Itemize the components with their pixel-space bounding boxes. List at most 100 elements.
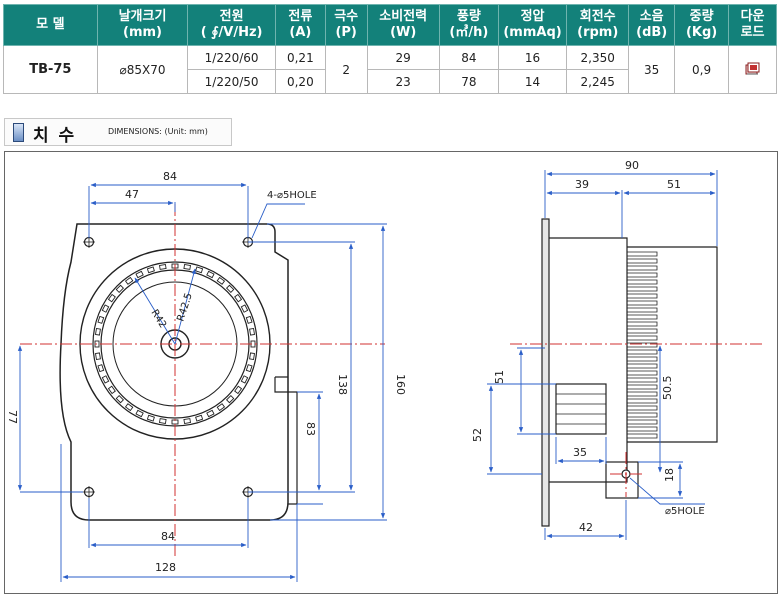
spec-row-60hz: TB-75 ⌀85X70 1/220/60 0,21 2 29 84 16 2,… — [3, 45, 777, 94]
rpm-cell: 2,350 — [566, 45, 630, 70]
cooling-fin — [627, 356, 658, 362]
noise-cell: 35 — [628, 45, 676, 94]
dim-18: 18 — [663, 468, 676, 482]
cooling-fin — [627, 398, 658, 404]
dim-42: 42 — [579, 521, 593, 534]
fan-blade-slot — [101, 375, 110, 384]
fan-blade-slot — [146, 266, 155, 274]
dim-50-5: 50.5 — [661, 376, 674, 401]
dim-side-51: 51 — [667, 178, 681, 191]
header-fan-size: 날개크기 (mm) — [96, 4, 189, 46]
fan-blade-slot — [159, 264, 167, 270]
spec-table: 모 델 날개크기 (mm) 전원 ( ∮/V/Hz) 전류 (A) 극수 (P)… — [3, 4, 777, 94]
cooling-fin — [627, 314, 658, 320]
dim-90: 90 — [625, 159, 639, 172]
header-airflow: 풍량 (㎥/h) — [438, 4, 499, 46]
cooling-fin — [627, 321, 658, 327]
current-cell: 0,21 — [274, 45, 326, 70]
weight-cell: 0,9 — [674, 45, 730, 94]
fan-blade-slot — [206, 270, 215, 279]
download-icon[interactable] — [745, 62, 760, 75]
cooling-fin — [627, 384, 658, 390]
cooling-fin — [627, 335, 658, 341]
rpm-cell: 2,245 — [566, 69, 630, 94]
dim-128: 128 — [155, 561, 176, 574]
fan-blade-slot — [135, 270, 144, 279]
fan-blade-slot — [183, 264, 191, 270]
cooling-fin — [627, 370, 658, 376]
airflow-cell: 84 — [438, 45, 499, 70]
cooling-fin — [627, 412, 658, 418]
pressure-cell: 14 — [497, 69, 568, 94]
cooling-fin — [627, 349, 658, 355]
hole-note-front: 4-⌀5HOLE — [267, 190, 317, 201]
download-cell[interactable] — [728, 45, 777, 94]
header-weight: 중량 (Kg) — [674, 4, 730, 46]
dim-160: 160 — [394, 374, 407, 395]
fan-blade-slot — [245, 364, 253, 373]
consumption-cell: 29 — [366, 45, 440, 70]
cooling-fin — [627, 251, 658, 257]
header-noise: 소음 (dB) — [628, 4, 676, 46]
radius-outer-label: R42.5 — [175, 292, 194, 323]
dim-83: 83 — [304, 422, 317, 436]
fan-blade-slot — [135, 409, 144, 418]
cooling-fin — [627, 342, 658, 348]
spec-row-50hz: 1/220/50 0,20 23 78 14 2,245 — [4, 69, 777, 94]
dimension-drawing: R42 R42.5 — [6, 159, 765, 582]
fan-blade-slot — [240, 304, 249, 313]
dim-35: 35 — [573, 446, 587, 459]
section-title: 치 수 — [33, 126, 77, 146]
cooling-fin — [627, 363, 658, 369]
cooling-fin — [627, 328, 658, 334]
pressure-cell: 16 — [497, 45, 568, 70]
cooling-fin — [627, 391, 658, 397]
fan-size-cell: ⌀85X70 — [96, 45, 189, 94]
fan-blade-slot — [225, 394, 235, 404]
cooling-fin — [627, 307, 658, 313]
fan-blade-slot — [146, 414, 155, 422]
fan-blade-slot — [240, 375, 249, 384]
header-model: 모 델 — [3, 4, 98, 46]
dim-top-84: 84 — [163, 170, 177, 183]
fan-blade-slot — [97, 315, 105, 324]
fan-blade-slot — [249, 352, 255, 360]
fan-blade-slot — [234, 293, 243, 303]
dim-47: 47 — [125, 188, 139, 201]
power-cell: 1/220/60 — [187, 45, 276, 70]
header-pressure: 정압 (mmAq) — [497, 4, 568, 46]
fan-blade-slot — [159, 418, 167, 424]
section-subtitle: DIMENSIONS: (Unit: mm) — [108, 127, 208, 136]
fan-blade-slot — [107, 293, 116, 303]
cooling-fin — [627, 265, 658, 271]
poles-cell: 2 — [324, 45, 368, 94]
spec-header-row: 모 델 날개크기 (mm) 전원 ( ∮/V/Hz) 전류 (A) 극수 (P)… — [3, 4, 777, 46]
fan-blade-slot — [216, 403, 226, 412]
airflow-cell: 78 — [438, 69, 499, 94]
cooling-fin — [627, 433, 658, 439]
header-download: 다운 로드 — [728, 4, 777, 46]
radius-inner-label: R42 — [148, 308, 168, 331]
dim-bottom-84: 84 — [161, 530, 175, 543]
fan-blade-slot — [183, 418, 191, 424]
dim-39: 39 — [575, 178, 589, 191]
cooling-fin — [627, 426, 658, 432]
header-power: 전원 ( ∮/V/Hz) — [187, 4, 276, 46]
header-consumption: 소비전력 (W) — [366, 4, 440, 46]
fan-blade-slot — [101, 304, 110, 313]
power-cell: 1/220/50 — [187, 69, 276, 94]
dim-77: 77 — [6, 410, 19, 424]
fan-blade-slot — [124, 403, 134, 412]
cooling-fin — [627, 405, 658, 411]
section-bullet-icon — [13, 123, 24, 142]
fan-blade-slot — [249, 328, 255, 336]
fan-blade-slot — [124, 276, 134, 285]
fan-blade-slot — [107, 385, 116, 395]
model-cell: TB-75 — [3, 45, 98, 94]
fan-blade-slot — [225, 284, 235, 294]
header-poles: 극수 (P) — [324, 4, 368, 46]
current-cell: 0,20 — [274, 69, 326, 94]
cooling-fin — [627, 377, 658, 383]
fan-blade-slot — [206, 409, 215, 418]
dim-vert-51: 51 — [493, 370, 506, 384]
